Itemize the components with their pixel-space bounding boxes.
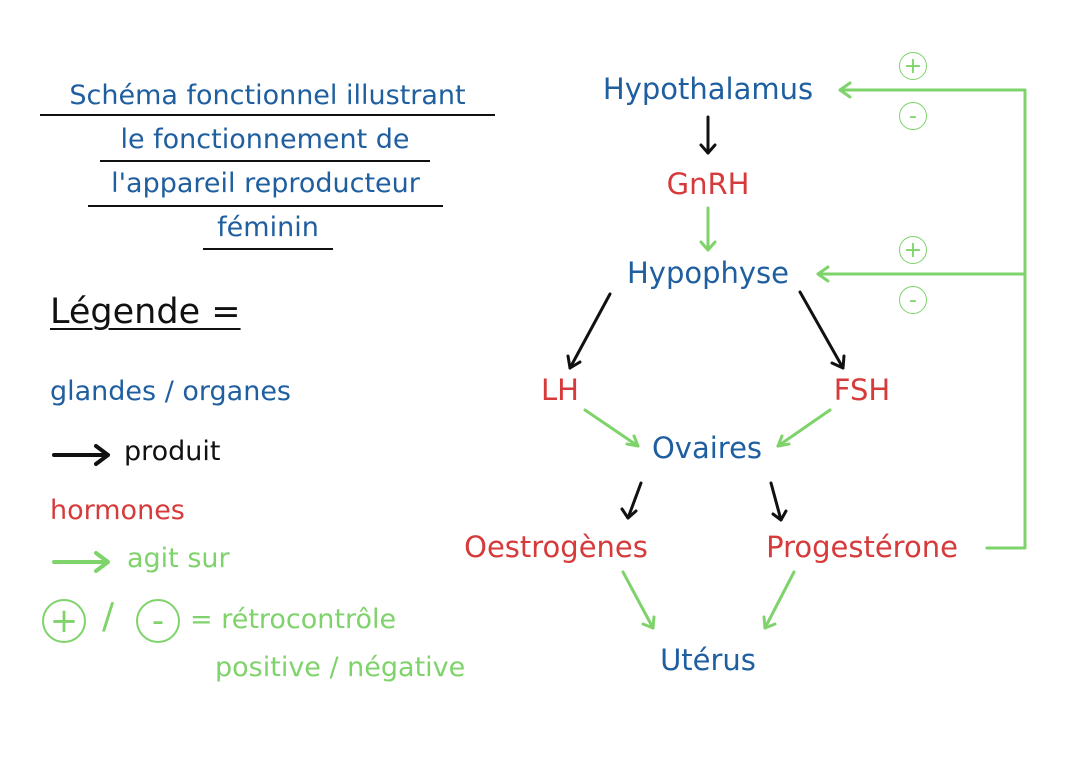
arrow-ovaires-progesterone — [769, 481, 788, 522]
node-progesterone: Progestérone — [766, 530, 958, 564]
legend-acts-on-arrow-icon — [52, 551, 110, 573]
legend-produces-arrow-icon — [52, 444, 110, 466]
legend-feedback-label: = rétrocontrôle — [190, 604, 397, 635]
node-gnrh: GnRH — [666, 167, 750, 201]
title-line-1: Schéma fonctionnel illustrant — [69, 80, 466, 111]
arrow-oestrogenes-uterus — [621, 570, 656, 630]
arrow-gnrh-hypophyse — [699, 206, 717, 252]
arrow-ovaires-oestrogenes — [620, 481, 643, 520]
arrow-lh-ovaires — [583, 408, 640, 448]
arrow-fsh-ovaires — [776, 408, 832, 448]
legend-feedback-sublabel: positive / négative — [215, 652, 466, 683]
title-underline — [203, 248, 333, 250]
legend-acts-on-label: agit sur — [127, 543, 230, 574]
title-line-2: le fonctionnement de — [120, 124, 410, 155]
title-line-3: l'appareil reproducteur — [111, 168, 420, 199]
node-ovaires: Ovaires — [651, 431, 763, 465]
legend-produces-label: produit — [124, 436, 221, 467]
legend-hormones-label: hormones — [50, 495, 185, 526]
node-oestrogenes: Oestrogènes — [464, 530, 648, 564]
feedback-minus-icon: - — [899, 286, 927, 314]
node-fsh: FSH — [833, 373, 891, 407]
title-underline — [88, 205, 443, 207]
legend-minus-circle-icon: - — [136, 599, 180, 643]
node-hypophyse: Hypophyse — [626, 256, 790, 290]
title-underline — [100, 160, 430, 162]
arrow-hypophyse-lh — [566, 292, 612, 370]
legend-glands-label: glandes / organes — [50, 376, 291, 407]
title-line-4: féminin — [217, 212, 319, 243]
arrow-hypophyse-fsh — [798, 290, 846, 370]
legend-slash: / — [102, 596, 115, 637]
node-hypothalamus: Hypothalamus — [602, 72, 814, 106]
legend-heading: Légende = — [50, 292, 241, 332]
feedback-minus-icon: - — [899, 102, 927, 130]
legend-plus-circle-icon: + — [42, 599, 86, 643]
feedback-plus-icon: + — [899, 52, 927, 80]
title-underline — [40, 114, 495, 116]
arrow-hypothalamus-gnrh — [699, 115, 717, 155]
feedback-loop-arrow — [816, 81, 1027, 550]
arrow-progesterone-uterus — [762, 570, 796, 630]
node-lh: LH — [541, 373, 579, 407]
node-uterus: Utérus — [660, 643, 756, 677]
feedback-plus-icon: + — [899, 236, 927, 264]
